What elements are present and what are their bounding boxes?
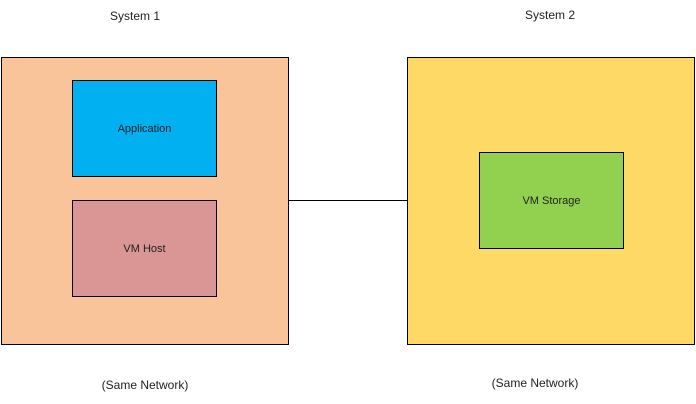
system-link-line bbox=[289, 200, 408, 201]
system1-network-note: (Same Network) bbox=[101, 378, 189, 392]
system2-network-note: (Same Network) bbox=[491, 376, 579, 390]
application-box: Application bbox=[72, 80, 217, 177]
vm-host-box: VM Host bbox=[72, 200, 217, 297]
vm-storage-box: VM Storage bbox=[479, 152, 624, 249]
system1-title: System 1 bbox=[109, 9, 160, 23]
system2-title: System 2 bbox=[524, 8, 575, 22]
